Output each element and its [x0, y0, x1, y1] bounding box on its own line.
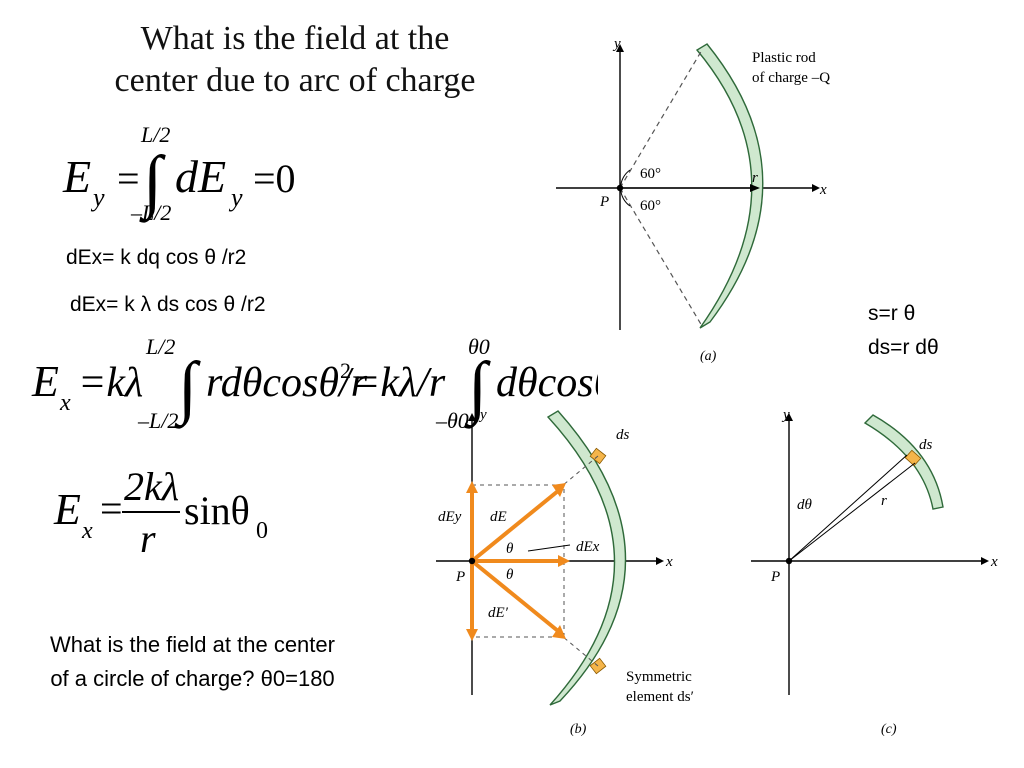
equation-ex-result: E x = 2kλ r sinθ 0	[53, 464, 268, 560]
element-ds-prime	[589, 657, 607, 675]
svg-text:x: x	[59, 390, 71, 416]
svg-text:–L/2: –L/2	[137, 408, 178, 433]
svg-text:element ds′: element ds′	[626, 689, 694, 705]
svg-text:∫: ∫	[464, 349, 491, 429]
equation-ey: E y = ∫ L/2 –L/2 dE y =0	[62, 122, 296, 225]
svg-text:P: P	[599, 194, 609, 210]
figure-a: y x P 60° 60° r Plastic rod of charge –Q…	[556, 36, 830, 364]
svg-text:dE: dE	[490, 509, 507, 525]
svg-text:dθcosθ: dθcosθ	[496, 360, 598, 406]
svg-text:2: 2	[340, 358, 351, 383]
svg-text:x: x	[990, 554, 998, 570]
svg-text:x: x	[819, 182, 827, 198]
svg-text:x: x	[81, 518, 93, 544]
svg-text:60°: 60°	[640, 166, 661, 182]
svg-text:sinθ: sinθ	[184, 488, 250, 533]
svg-text:0: 0	[256, 518, 268, 544]
svg-text:θ0: θ0	[468, 334, 490, 359]
ey-lower: –L/2	[130, 200, 171, 225]
svg-text:Plastic rod: Plastic rod	[752, 50, 816, 66]
svg-text:dE′: dE′	[488, 605, 509, 621]
title-line-2: center due to arc of charge	[114, 62, 476, 99]
svg-text:r: r	[752, 170, 758, 186]
svg-text:r: r	[140, 516, 156, 560]
ey-integrand-sub: y	[228, 183, 243, 212]
svg-text:y: y	[478, 407, 487, 423]
point-p	[616, 184, 624, 192]
svg-text:dEx: dEx	[576, 539, 600, 555]
svg-text:=kλ/r: =kλ/r	[352, 360, 446, 406]
svg-text:=: =	[100, 486, 123, 531]
ds-relation: ds=r dθ	[868, 336, 939, 359]
svg-text:=kλ: =kλ	[78, 360, 143, 406]
svg-text:E: E	[31, 357, 59, 406]
svg-text:y: y	[781, 407, 790, 423]
svg-text:–θ0: –θ0	[435, 408, 469, 433]
s-relation: s=r θ	[868, 302, 916, 325]
svg-text:rdθcosθ/r: rdθcosθ/r	[206, 360, 368, 406]
title-line-1: What is the field at the	[140, 20, 450, 57]
ey-integrand: dE	[175, 151, 226, 202]
svg-text:(a): (a)	[700, 349, 717, 364]
svg-text:E: E	[53, 485, 81, 534]
svg-text:∫: ∫	[174, 349, 201, 429]
page-title: What is the field at the center due to a…	[60, 18, 530, 102]
figure-c: y x P ds dθ r (c)	[751, 407, 998, 737]
svg-text:=: =	[117, 156, 140, 201]
plastic-rod	[695, 43, 764, 329]
svg-text:60°: 60°	[640, 198, 661, 214]
question: What is the field at the center of a cir…	[50, 632, 335, 691]
ey-upper: L/2	[140, 122, 170, 147]
svg-text:θ: θ	[506, 541, 514, 557]
element-ds	[589, 447, 607, 465]
svg-text:ds: ds	[616, 427, 630, 443]
svg-text:2kλ: 2kλ	[124, 464, 179, 509]
eq-dex-2: dEx= k λ ds cos θ /r2	[70, 293, 266, 316]
figure-b: y x P ds dEy dE dEx dE′ θ θ Symmetric el…	[436, 407, 694, 737]
svg-text:(b): (b)	[570, 722, 587, 737]
svg-text:(c): (c)	[881, 722, 897, 737]
eq-dex-1: dEx= k dq cos θ /r2	[66, 246, 247, 269]
svg-text:dθ: dθ	[797, 497, 813, 513]
svg-text:P: P	[770, 569, 780, 585]
ey-sub: y	[90, 183, 105, 212]
svg-text:y: y	[612, 36, 621, 52]
svg-text:dEy: dEy	[438, 509, 462, 525]
ey-lhs: E	[62, 151, 91, 202]
rod-b	[546, 410, 627, 706]
integral-sign: ∫	[139, 143, 166, 223]
svg-text:Symmetric: Symmetric	[626, 669, 692, 685]
svg-text:ds: ds	[919, 437, 933, 453]
svg-text:of charge –Q: of charge –Q	[752, 70, 830, 86]
ey-result: =0	[253, 156, 296, 201]
svg-text:P: P	[455, 569, 465, 585]
svg-text:r: r	[881, 493, 887, 509]
svg-text:θ: θ	[506, 567, 514, 583]
svg-text:L/2: L/2	[145, 334, 175, 359]
svg-text:x: x	[665, 554, 673, 570]
equation-ex-integral: E x =kλ ∫ L/2 –L/2 rdθcosθ/r 2 =kλ/r ∫ θ…	[31, 334, 598, 433]
